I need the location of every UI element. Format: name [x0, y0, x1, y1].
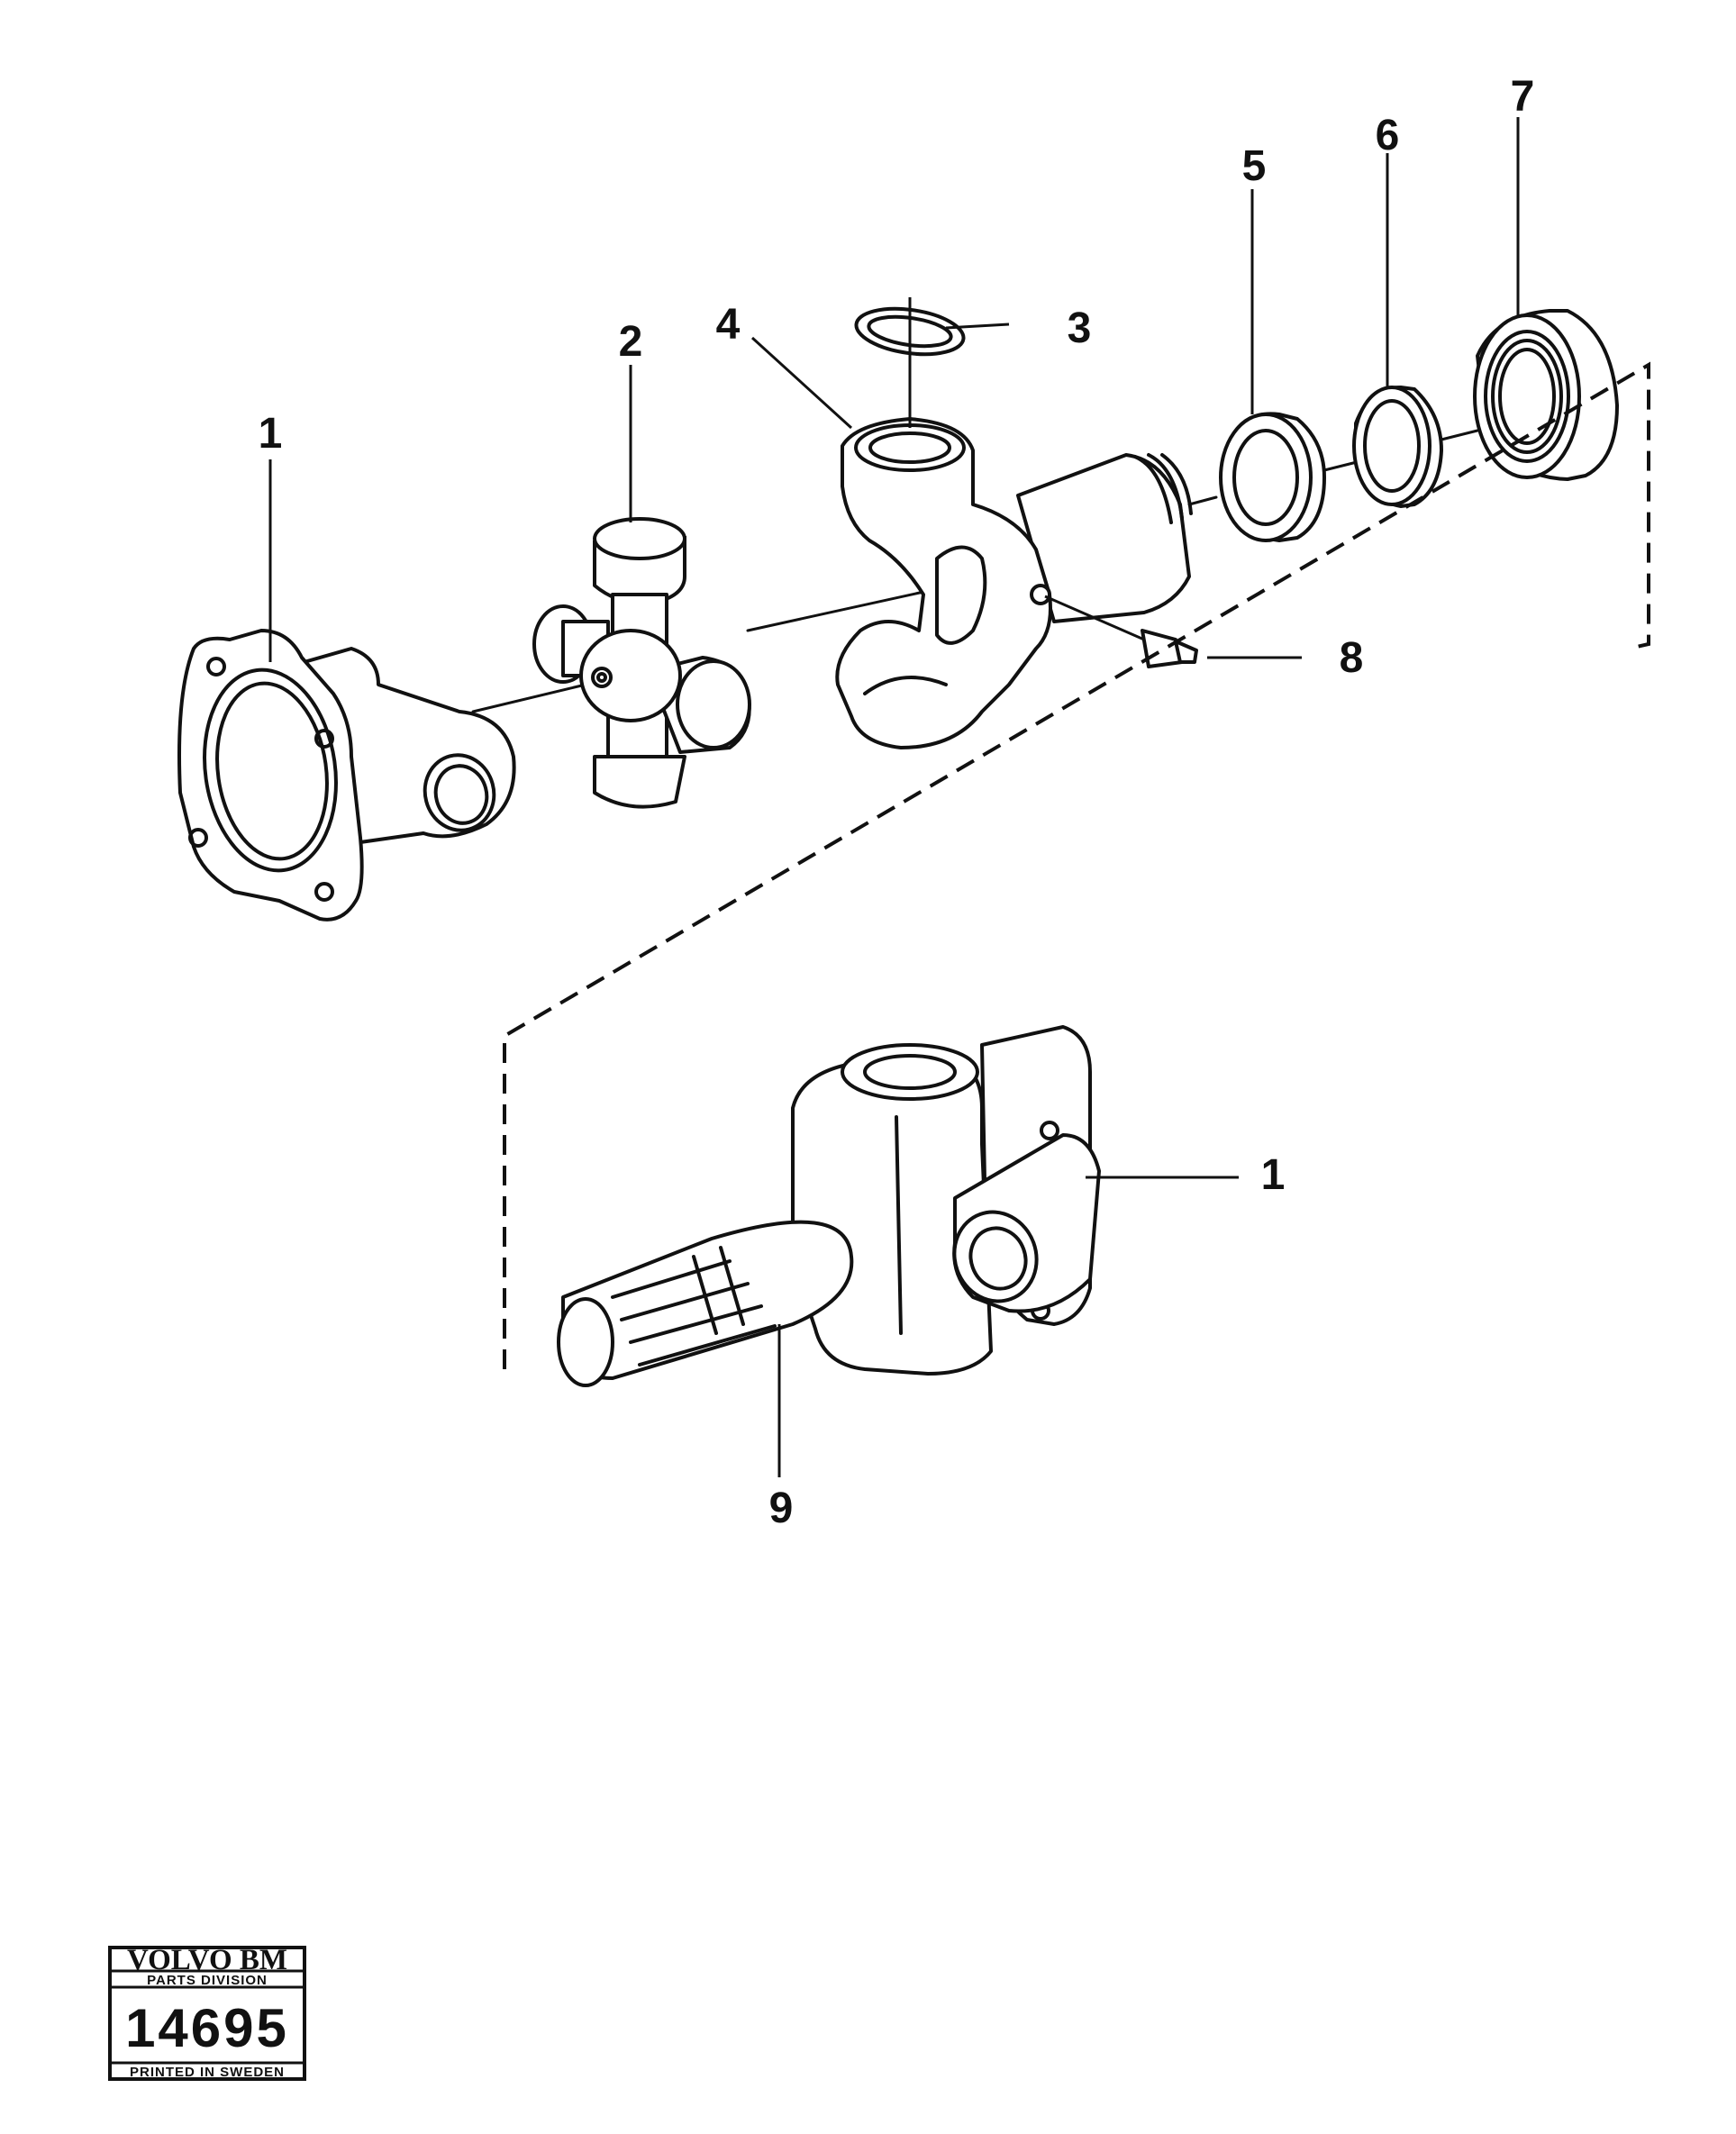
universal-joint-cross-part-2 — [532, 517, 751, 809]
slip-yoke-part-4 — [835, 417, 1193, 749]
seal-part-5 — [1219, 412, 1326, 542]
callout-1-lower: 1 — [1261, 1151, 1286, 1199]
flange-yoke-part-1 — [177, 629, 516, 922]
callout-2: 2 — [619, 318, 643, 366]
grease-nipple-part-8 — [1044, 595, 1198, 668]
snap-ring-part-3 — [854, 306, 966, 357]
badge-printed: PRINTED IN SWEDEN — [130, 2065, 285, 2080]
dashed-connector — [503, 361, 1650, 1369]
badge-number: 14695 — [125, 1998, 289, 2058]
callout-3: 3 — [1068, 304, 1092, 352]
callout-8: 8 — [1340, 634, 1364, 682]
badge-brand: VOLVO BM — [127, 1944, 287, 1976]
threaded-nut-part-7 — [1473, 309, 1619, 481]
callout-1: 1 — [259, 410, 283, 458]
callout-7: 7 — [1511, 73, 1535, 121]
callout-9: 9 — [769, 1485, 794, 1532]
callout-4: 4 — [716, 301, 741, 349]
callouts: 1 2 3 4 5 6 7 8 1 9 — [259, 73, 1535, 1532]
callout-5: 5 — [1242, 142, 1267, 190]
badge-division: PARTS DIVISION — [147, 1973, 268, 1988]
callout-6: 6 — [1376, 112, 1400, 159]
leader-lines — [268, 117, 1520, 1477]
lower-assembly — [557, 1025, 1101, 1387]
washer-part-6 — [1352, 386, 1443, 508]
volvo-bm-badge: VOLVO BM PARTS DIVISION 14695 PRINTED IN… — [108, 1944, 306, 2081]
